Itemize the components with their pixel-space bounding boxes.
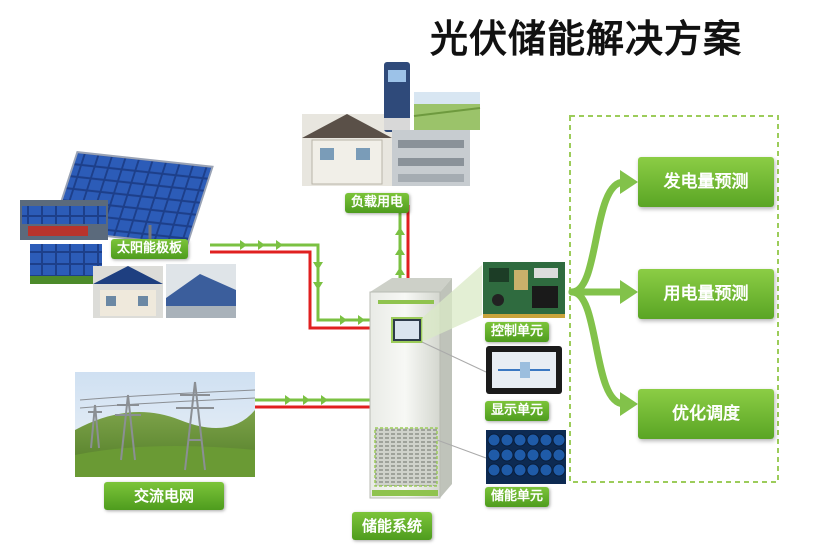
output-panel-border [569,115,779,483]
unit-connectors [421,265,487,459]
page-title: 光伏储能解决方案 [430,17,743,61]
display-unit-image [486,346,562,394]
load-wire [395,205,410,285]
branch-arrowheads [620,170,638,416]
control-unit-label: 控制单元 [485,322,550,342]
output-power-consumption-forecast: 用电量预测 [638,269,774,319]
storage-system-label: 储能系统 [352,512,433,540]
output-optimized-dispatch: 优化调度 [638,389,774,439]
solar-panel-label: 太阳能极板 [111,239,189,259]
grid-image [75,372,256,477]
control-unit-image [483,262,565,318]
load-images [302,62,481,186]
grid-label: 交流电网 [104,482,224,510]
storage-unit-label: 储能单元 [485,487,550,507]
output-power-generation-forecast: 发电量预测 [638,157,774,207]
solar-images [20,150,236,318]
load-label: 负载用电 [345,193,410,213]
storage-unit-image [486,430,566,484]
solar-wire [210,240,380,330]
grid-wire [255,395,370,409]
display-unit-label: 显示单元 [485,401,550,421]
branch-arrows [568,178,628,408]
